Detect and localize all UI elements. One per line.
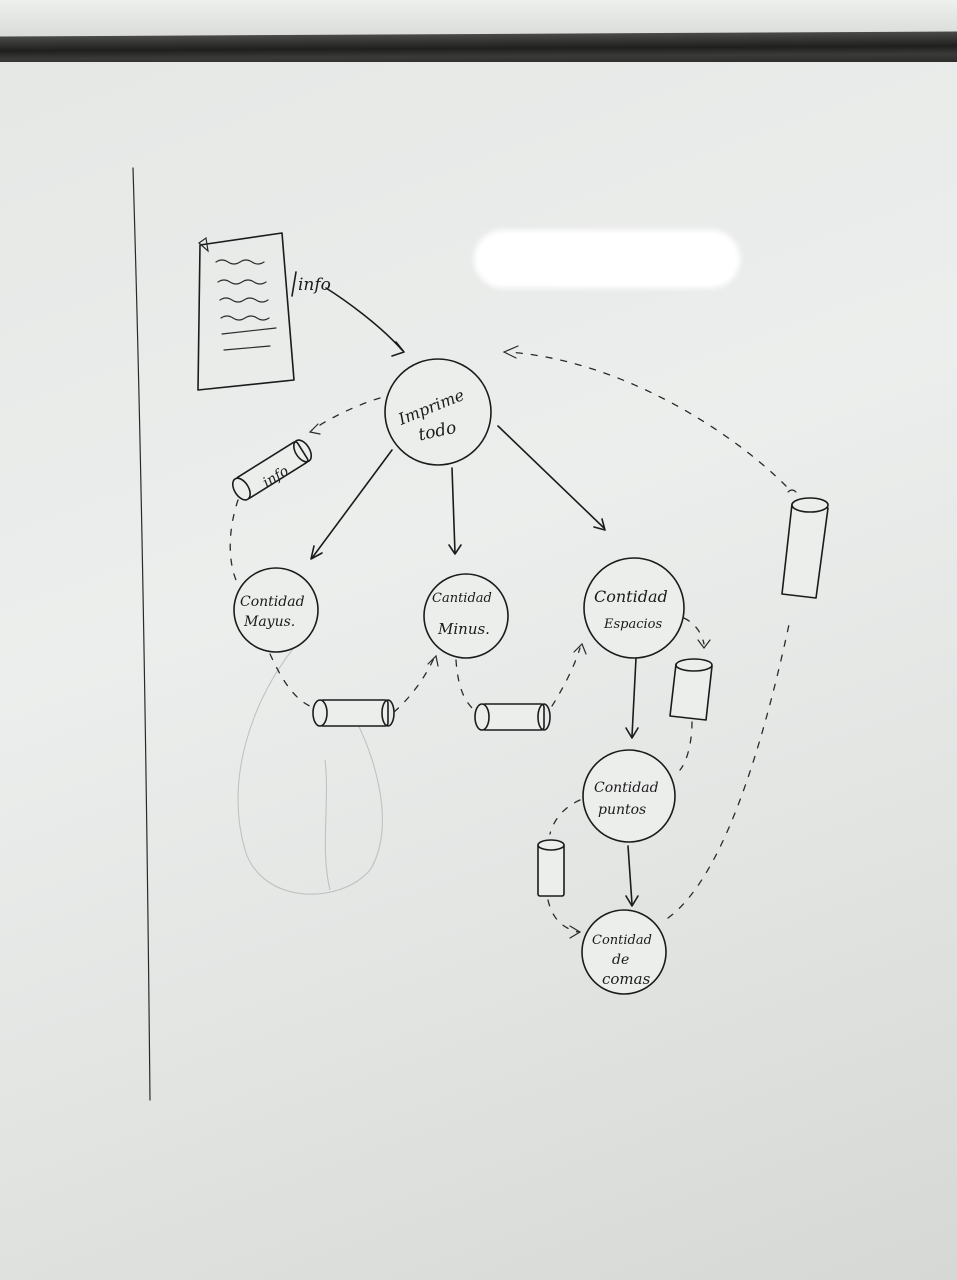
- dashed-flow-store-to-espacios: [551, 647, 581, 707]
- arrow-to-comas: [625, 845, 639, 907]
- arrow-to-minus: [448, 467, 462, 555]
- dashed-flow-store-to-puntos: [679, 721, 693, 771]
- datastore-cylinder-3: [669, 658, 713, 721]
- node-mayus-label-1: Contidad: [240, 594, 305, 610]
- node-espacios-label-1: Contidad: [594, 587, 668, 606]
- dashed-flow-comas-to-loop-store: [667, 619, 791, 919]
- datastore-info-cylinder: [231, 439, 313, 501]
- node-cantidad-comas: Contidad de comas: [581, 909, 667, 995]
- node-puntos-label-1: Contidad: [594, 780, 659, 796]
- datastore-cylinder-1: [312, 699, 395, 727]
- document-icon: [197, 232, 295, 391]
- dashed-flow-loop-store-to-main: [507, 351, 787, 487]
- node-cantidad-minus: Cantidad Minus.: [423, 573, 509, 659]
- datastore-cylinder-4: [537, 839, 565, 897]
- node-mayus-label-2: Mayus.: [243, 614, 295, 630]
- dashed-flow-mayus-to-store: [269, 653, 315, 709]
- datastore-cylinder-5: [781, 489, 829, 599]
- node-comas-label-2: de: [612, 952, 629, 968]
- dashed-flow-store-to-minus: [393, 657, 435, 713]
- node-cantidad-mayus: Contidad Mayus.: [233, 567, 319, 653]
- arrow-to-puntos: [625, 657, 639, 739]
- node-cantidad-puntos: Contidad puntos: [582, 749, 676, 843]
- dashed-flow-datastore-to-mayus: [229, 499, 239, 581]
- dashed-flow-minus-to-store: [455, 659, 481, 715]
- node-comas-label-3: comas: [602, 970, 651, 988]
- dashed-flow-espacios-to-store: [683, 617, 705, 645]
- info-flow-arrow: [291, 271, 405, 357]
- arrow-to-mayus: [310, 449, 393, 560]
- node-minus-label-1: Cantidad: [432, 591, 492, 606]
- dashed-flow-to-datastore: [311, 397, 381, 431]
- erased-sketch: [237, 639, 383, 895]
- dashed-flow-store-to-comas: [547, 899, 579, 933]
- info-label: info: [298, 275, 331, 295]
- arrow-to-espacios: [497, 425, 606, 531]
- node-minus-label-2: Minus.: [437, 620, 490, 638]
- node-espacios-label-2: Espacios: [603, 617, 662, 632]
- node-puntos-label-2: puntos: [598, 802, 646, 818]
- node-cantidad-espacios: Contidad Espacios: [583, 557, 685, 659]
- dashed-flow-puntos-to-store: [549, 799, 581, 835]
- node-comas-label-1: Contidad: [592, 933, 652, 948]
- node-imprime-todo: Imprime todo: [384, 358, 492, 466]
- datastore-cylinder-2: [474, 703, 551, 731]
- margin-line: [132, 167, 151, 1101]
- redaction-mark: [478, 234, 736, 284]
